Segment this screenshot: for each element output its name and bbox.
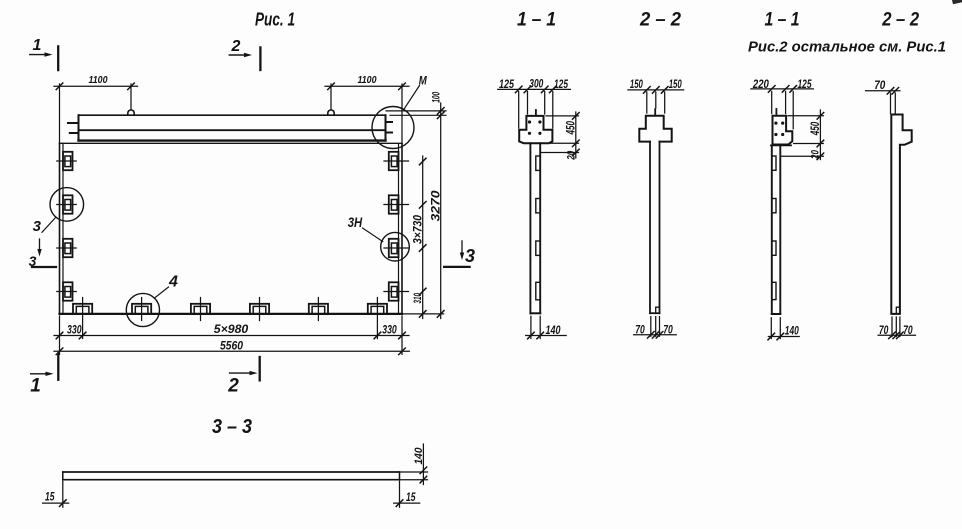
- svg-text:70: 70: [903, 325, 913, 337]
- svg-text:3: 3: [29, 253, 37, 269]
- svg-text:220: 220: [752, 77, 769, 91]
- svg-text:3: 3: [465, 246, 475, 266]
- svg-text:3: 3: [33, 218, 42, 235]
- svg-text:15: 15: [45, 490, 55, 504]
- svg-text:1 – 1: 1 – 1: [765, 9, 800, 30]
- svg-text:310: 310: [412, 293, 424, 304]
- svg-text:5×980: 5×980: [214, 322, 249, 336]
- svg-text:70: 70: [635, 325, 645, 337]
- svg-text:2: 2: [231, 38, 241, 55]
- svg-text:330: 330: [67, 322, 82, 336]
- svg-text:150: 150: [630, 77, 643, 91]
- svg-text:5560: 5560: [220, 338, 243, 352]
- svg-text:15: 15: [406, 490, 416, 504]
- svg-text:70: 70: [879, 325, 889, 337]
- svg-text:300: 300: [529, 77, 543, 91]
- svg-text:450: 450: [808, 122, 822, 136]
- svg-text:Рис. 1: Рис. 1: [255, 10, 295, 30]
- svg-text:1100: 1100: [89, 75, 108, 86]
- svg-text:140: 140: [546, 323, 561, 337]
- svg-text:4: 4: [168, 273, 178, 290]
- svg-text:1: 1: [33, 37, 42, 54]
- svg-text:3×730: 3×730: [410, 215, 424, 244]
- svg-text:140: 140: [785, 324, 799, 338]
- svg-text:100: 100: [430, 91, 442, 103]
- svg-text:20: 20: [810, 149, 822, 159]
- svg-text:1100: 1100: [358, 75, 377, 86]
- svg-text:1 – 1: 1 – 1: [517, 9, 556, 30]
- svg-text:20: 20: [566, 150, 578, 160]
- svg-text:1: 1: [30, 375, 41, 396]
- svg-text:125: 125: [554, 77, 568, 91]
- svg-text:2: 2: [227, 375, 239, 396]
- svg-text:3 – 3: 3 – 3: [212, 416, 252, 438]
- svg-text:450: 450: [563, 121, 577, 135]
- svg-text:125: 125: [499, 77, 514, 91]
- svg-text:70: 70: [874, 78, 885, 92]
- svg-text:70: 70: [663, 325, 673, 337]
- svg-text:3Н: 3Н: [348, 214, 363, 230]
- svg-text:М: М: [419, 74, 428, 88]
- svg-text:330: 330: [382, 322, 397, 336]
- svg-text:2 – 2: 2 – 2: [881, 9, 919, 30]
- svg-text:150: 150: [669, 77, 682, 91]
- svg-text:2 – 2: 2 – 2: [639, 9, 681, 30]
- svg-text:Рис.2 остальное см. Рис.1: Рис.2 остальное см. Рис.1: [748, 39, 946, 56]
- svg-text:3270: 3270: [429, 190, 443, 221]
- svg-text:125: 125: [798, 77, 812, 91]
- svg-text:140: 140: [413, 447, 425, 465]
